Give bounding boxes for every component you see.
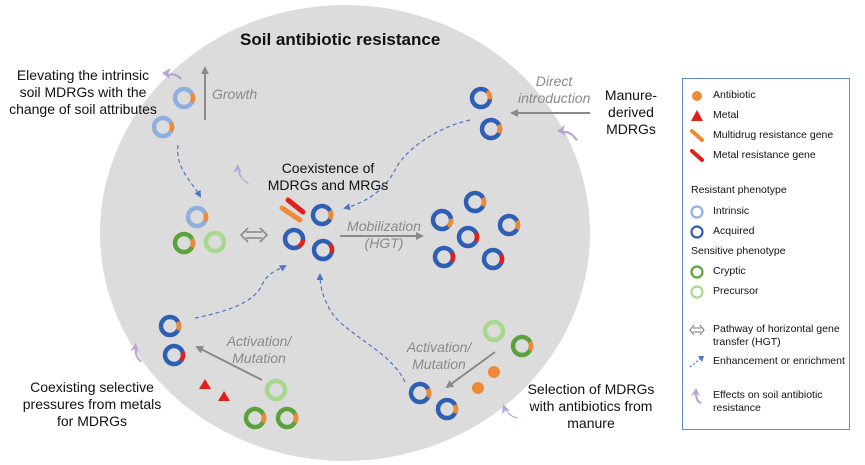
- effect-arrow-elevating: [162, 68, 182, 80]
- multidrug-gene-segment: [452, 403, 459, 415]
- enhancement-arrow-manure: [343, 119, 471, 211]
- legend-panel: Antibiotic Metal Multidrug resistance ge…: [682, 78, 850, 430]
- legend-item-metal-gene: Metal resistance gene: [683, 147, 851, 165]
- metal-gene-segment: [328, 243, 335, 254]
- activation-left-arrow: [195, 346, 263, 381]
- hgt-double-arrow-icon: [239, 227, 269, 243]
- effect-arrow-antibiotics: [502, 404, 518, 418]
- legend-item-enhancement: Enhancement or enrichment: [683, 353, 851, 383]
- label-activation-left: Activation/ Mutation: [226, 333, 292, 366]
- acquired-ring-icon: [690, 225, 704, 239]
- antibiotic-dot-icon: [692, 91, 702, 101]
- multidrug-gene-segment: [292, 412, 299, 424]
- metal-gene-segment: [449, 251, 456, 263]
- label-direct-introduction: Direct introduction: [518, 73, 591, 106]
- intrinsic-ring-icon: [690, 205, 704, 219]
- enhancement-arrow-growth: [177, 144, 201, 198]
- multidrug-gene-segment: [527, 340, 534, 352]
- antibiotic-dot-icon: [488, 366, 500, 378]
- multidrug-gene-icon: [279, 205, 303, 223]
- effect-arrow-icon: [691, 388, 702, 404]
- legend-label: Metal: [713, 109, 739, 121]
- label-manure-derived: Manure-derived MDRGs: [604, 87, 658, 137]
- multidrug-gene-segment: [189, 237, 196, 249]
- multidrug-gene-segment: [175, 320, 182, 332]
- acquired-cell-icon: [282, 227, 306, 251]
- activation-right-arrow: [445, 351, 496, 389]
- enhancement-arrow-antibiotics: [316, 273, 406, 383]
- legend-label: Intrinsic: [713, 205, 750, 217]
- label-coexisting-pressures: Coexisting selective pressures from meta…: [22, 379, 162, 429]
- effect-arrow-manure: [557, 125, 578, 141]
- label-selection: Selection of MDRGs with antibiotics from…: [527, 381, 655, 431]
- legend-item-acquired: Acquired: [683, 223, 851, 241]
- legend-item-metal: Metal: [683, 107, 851, 125]
- soil-background-circle: [100, 5, 590, 461]
- multidrug-gene-segment: [202, 211, 209, 223]
- multidrug-gene-segment: [480, 196, 487, 208]
- metal-triangle-icon: [199, 379, 211, 389]
- legend-label: Precursor: [713, 285, 759, 297]
- enhancement-arrow-icon: [689, 356, 704, 368]
- label-elevating: Elevating the intrinsic soil MDRGs with …: [9, 67, 157, 117]
- legend-heading-resistant: Resistant phenotype: [691, 184, 787, 196]
- precursor-cell-icon: [203, 230, 227, 254]
- legend-label: Cryptic: [713, 265, 746, 277]
- cryptic-ring-icon: [690, 265, 704, 279]
- effect-arrow-metals: [130, 343, 142, 362]
- enhancement-arrow-metals: [194, 265, 287, 319]
- metal-gene-segment: [179, 351, 186, 362]
- legend-heading-sensitive: Sensitive phenotype: [691, 245, 786, 257]
- multidrug-gene-segment: [168, 121, 175, 133]
- metal-triangle-icon: [218, 391, 230, 401]
- multidrug-gene-icon: [690, 129, 704, 142]
- multidrug-gene-segment: [260, 412, 267, 424]
- label-growth: Growth: [212, 86, 258, 102]
- cell-group: [151, 86, 534, 430]
- legend-item-cryptic: Cryptic: [683, 263, 851, 281]
- metal-gene-segment: [297, 238, 306, 249]
- legend-label: Effects on soil antibiotic resistance: [713, 389, 823, 414]
- metal-triangle-icon: [691, 110, 703, 121]
- legend-item-precursor: Precursor: [683, 283, 851, 301]
- legend-label: Multidrug resistance gene: [713, 129, 834, 141]
- legend-item-hgt: Pathway of horizontal gene transfer (HGT…: [683, 321, 851, 351]
- metal-gene-icon: [285, 197, 306, 215]
- multidrug-gene-segment: [514, 219, 521, 231]
- legend-item-effect: Effects on soil antibiotic resistance: [683, 387, 851, 417]
- metal-gene-segment: [498, 253, 505, 265]
- multidrug-gene-segment: [446, 218, 454, 229]
- diagram-title: Soil antibiotic resistance: [240, 30, 441, 49]
- label-mobilization: Mobilization (HGT): [347, 218, 421, 251]
- label-activation-right: Activation/ Mutation: [406, 339, 472, 372]
- legend-label: Acquired: [713, 225, 755, 237]
- legend-item-intrinsic: Intrinsic: [683, 203, 851, 221]
- antibiotic-dot-icon: [472, 382, 484, 394]
- precursor-cell-icon: [482, 319, 506, 343]
- precursor-ring-icon: [690, 285, 704, 299]
- legend-label: Antibiotic: [713, 89, 756, 101]
- multidrug-gene-segment: [485, 89, 493, 100]
- effect-arrow-coexistence: [233, 164, 249, 184]
- precursor-cell-icon: [264, 378, 288, 402]
- multidrug-gene-segment: [327, 209, 334, 221]
- legend-item-antibiotic: Antibiotic: [683, 87, 851, 105]
- legend-label: Enhancement or enrichment: [713, 355, 845, 367]
- legend-label: Metal resistance gene: [713, 149, 816, 161]
- legend-label: Pathway of horizontal gene transfer (HGT…: [713, 323, 840, 348]
- metal-gene-icon: [690, 149, 704, 162]
- hgt-double-arrow-icon: [689, 324, 705, 336]
- legend-item-multidrug-gene: Multidrug resistance gene: [683, 127, 851, 145]
- label-coexistence: Coexistence of MDRGs and MRGs: [267, 160, 389, 193]
- multidrug-gene-segment: [189, 92, 196, 104]
- multidrug-gene-segment: [425, 387, 432, 399]
- metal-gene-segment: [473, 231, 480, 243]
- multidrug-gene-segment: [496, 123, 503, 135]
